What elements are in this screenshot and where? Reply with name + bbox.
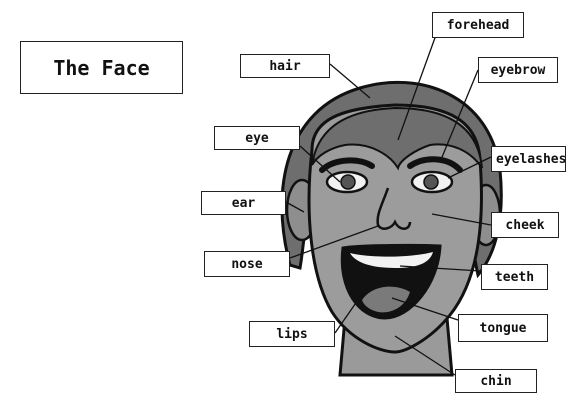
label-cheek: cheek — [491, 212, 559, 238]
right-pupil-shape — [424, 175, 438, 189]
label-lips: lips — [249, 321, 335, 347]
label-tongue: tongue — [458, 314, 548, 342]
label-eyelashes: eyelashes — [491, 146, 566, 172]
label-nose: nose — [204, 251, 290, 277]
label-chin: chin — [455, 369, 537, 393]
label-forehead: forehead — [432, 12, 524, 38]
left-pupil-shape — [341, 175, 355, 189]
label-eyebrow: eyebrow — [478, 57, 558, 83]
label-teeth: teeth — [481, 264, 548, 290]
label-ear: ear — [201, 191, 286, 215]
label-hair: hair — [240, 54, 330, 78]
page-title: The Face — [20, 41, 183, 94]
label-eye: eye — [214, 126, 300, 150]
